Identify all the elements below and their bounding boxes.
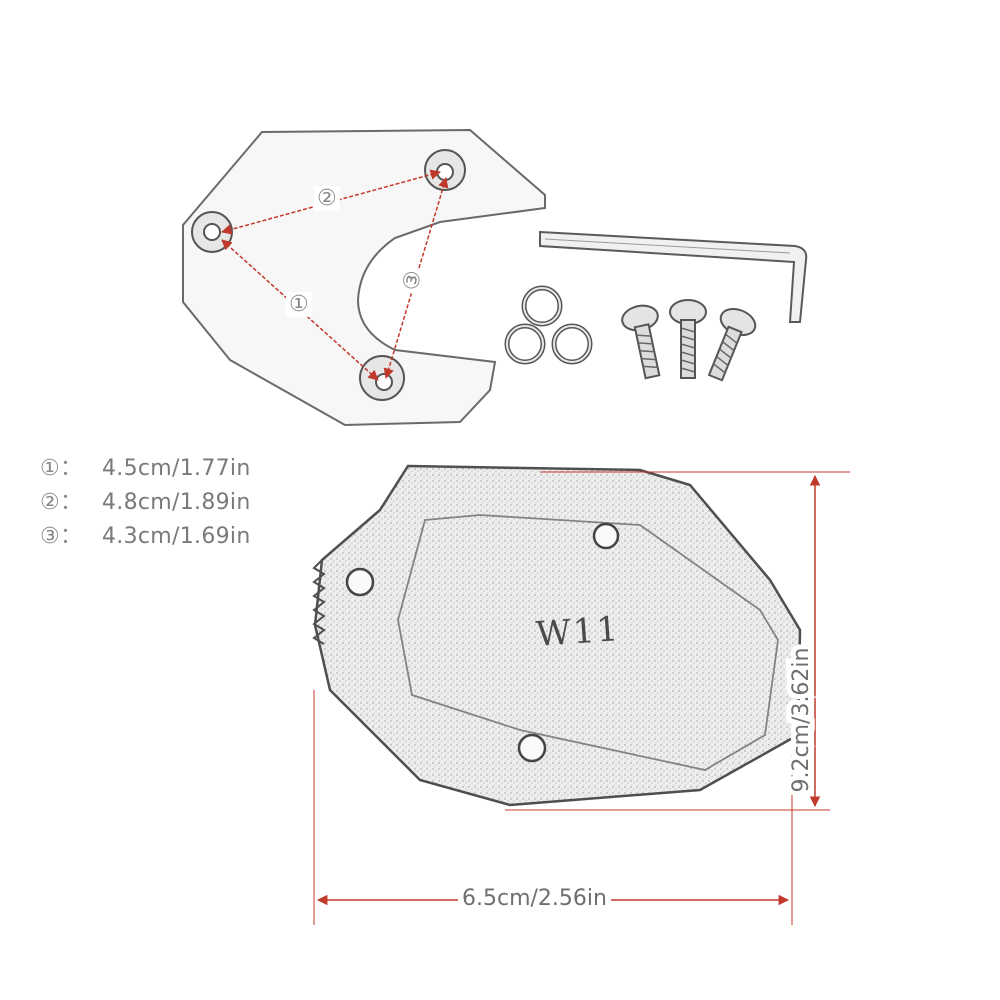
spec-value: 4.3cm/1.69in [102,524,251,549]
spec-marker: ③： [40,524,83,549]
spec-marker: ①： [40,456,83,481]
front-hole-left [345,567,375,597]
marker-2: ② [314,186,340,211]
spec-marker: ②： [40,490,83,515]
allen-wrench-icon [539,230,808,323]
mount-hole-top [424,149,466,191]
spec-list: ①： 4.5cm/1.77in ②： 4.8cm/1.89in ③： 4.3cm/1.… [40,452,251,554]
bolt-icon [621,299,757,382]
front-hole-bottom [517,733,547,763]
mount-hole-bottom [359,355,405,401]
mount-hole-left [191,211,233,253]
spec-value: 4.5cm/1.77in [102,456,251,481]
front-plate [312,464,802,807]
spec-item: ③： 4.3cm/1.69in [40,520,251,554]
plate-engraving: W11 [534,609,622,655]
front-hole-top [592,522,620,550]
spec-value: 4.8cm/1.89in [102,490,251,515]
spec-item: ②： 4.8cm/1.89in [40,486,251,520]
washer-icon [504,285,593,365]
marker-1: ① [286,292,312,317]
width-label: 6.5cm/2.56in [458,886,611,911]
spec-item: ①： 4.5cm/1.77in [40,452,251,486]
top-plate [182,128,546,427]
height-label: 9.2cm/3.62in [789,648,814,793]
marker-3: ③ [398,265,428,296]
height-dimension [505,471,850,811]
